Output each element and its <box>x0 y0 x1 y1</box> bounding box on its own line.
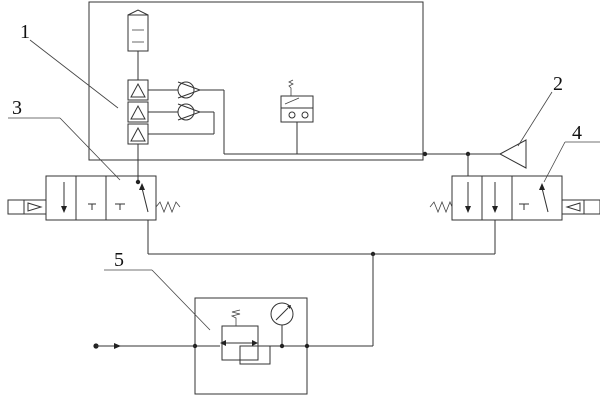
air-inlet <box>93 343 195 349</box>
spring-icon-left <box>155 200 181 214</box>
component-3-left-valve <box>7 175 181 254</box>
accumulator-icon <box>127 9 149 80</box>
label-3: 3 <box>12 97 22 119</box>
component-4-right-valve <box>429 154 600 254</box>
regulator-icon <box>220 309 271 365</box>
check-valve-icon-lower <box>148 103 214 121</box>
label-1: 1 <box>20 21 30 43</box>
solenoid-icon-right <box>561 199 600 215</box>
leader-lines <box>8 39 600 331</box>
label-5: 5 <box>114 249 124 271</box>
spring-icon-right <box>429 200 453 214</box>
check-valve-icon-upper <box>148 81 224 99</box>
component-2-nozzle <box>498 139 527 169</box>
label-4: 4 <box>572 122 582 144</box>
filter-stack-icon <box>127 79 149 182</box>
component-5-frl-unit <box>192 297 310 395</box>
label-2: 2 <box>553 73 563 95</box>
pressure-switch-icon <box>280 79 314 154</box>
component-1-housing <box>88 1 500 182</box>
supply-lines <box>148 251 495 347</box>
solenoid-icon-left <box>7 199 47 215</box>
pressure-gauge-icon <box>270 302 294 346</box>
